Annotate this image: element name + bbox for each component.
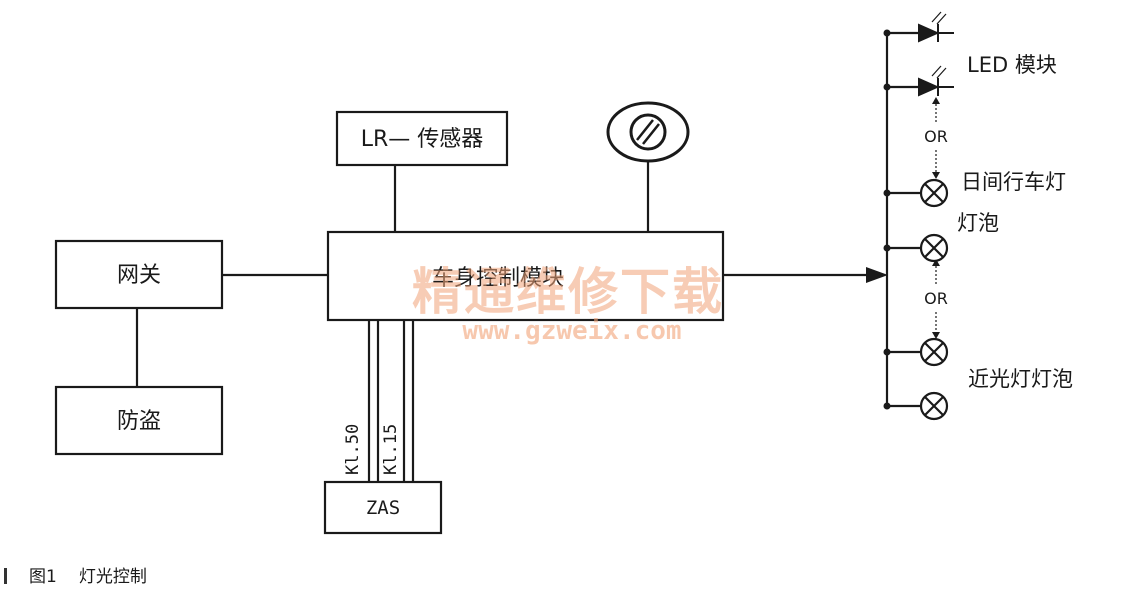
or-arrows	[932, 97, 940, 339]
anti-theft-label: 防盗	[117, 409, 161, 434]
watermark-title: 精通维修下载	[412, 263, 724, 321]
bulb-icon	[919, 233, 949, 263]
output-arrow	[866, 267, 888, 283]
body-module-label: 车身控制模块	[432, 266, 564, 291]
body-module-box	[326, 230, 725, 322]
caption-marker	[4, 568, 7, 584]
figure-title: 灯光控制	[78, 567, 147, 587]
kl15-label: Kl.15	[381, 424, 401, 475]
or-label-top: OR	[924, 127, 948, 146]
kl50-label: Kl.50	[343, 424, 363, 475]
low-beam-label: 近光灯灯泡	[968, 367, 1073, 391]
bulb-icon	[919, 178, 949, 208]
lr-sensor-label: LR— 传感器	[361, 127, 484, 152]
gateway-box	[54, 239, 224, 310]
anti-theft-box	[54, 385, 224, 456]
junction-dots	[883, 29, 891, 410]
zas-box	[323, 480, 443, 535]
drl-label-line2: 灯泡	[957, 211, 999, 235]
led-diode-icon	[918, 65, 954, 97]
zas-label: ZAS	[366, 497, 400, 519]
lr-sensor-box	[335, 110, 509, 167]
gateway-label: 网关	[117, 263, 161, 288]
bulb-icon	[919, 391, 949, 421]
or-label-bottom: OR	[924, 289, 948, 308]
connectors	[135, 31, 937, 482]
figure-number: 图1	[29, 567, 57, 587]
figure-caption: 图1 灯光控制	[4, 562, 147, 587]
led-module-label: LED 模块	[967, 53, 1057, 77]
drl-label-line1: 日间行车灯	[961, 170, 1066, 194]
light-switch-icon	[606, 101, 690, 163]
bulb-icon	[919, 337, 949, 367]
led-diode-icon	[918, 11, 954, 43]
watermark-url: www.gzweix.com	[462, 316, 681, 346]
